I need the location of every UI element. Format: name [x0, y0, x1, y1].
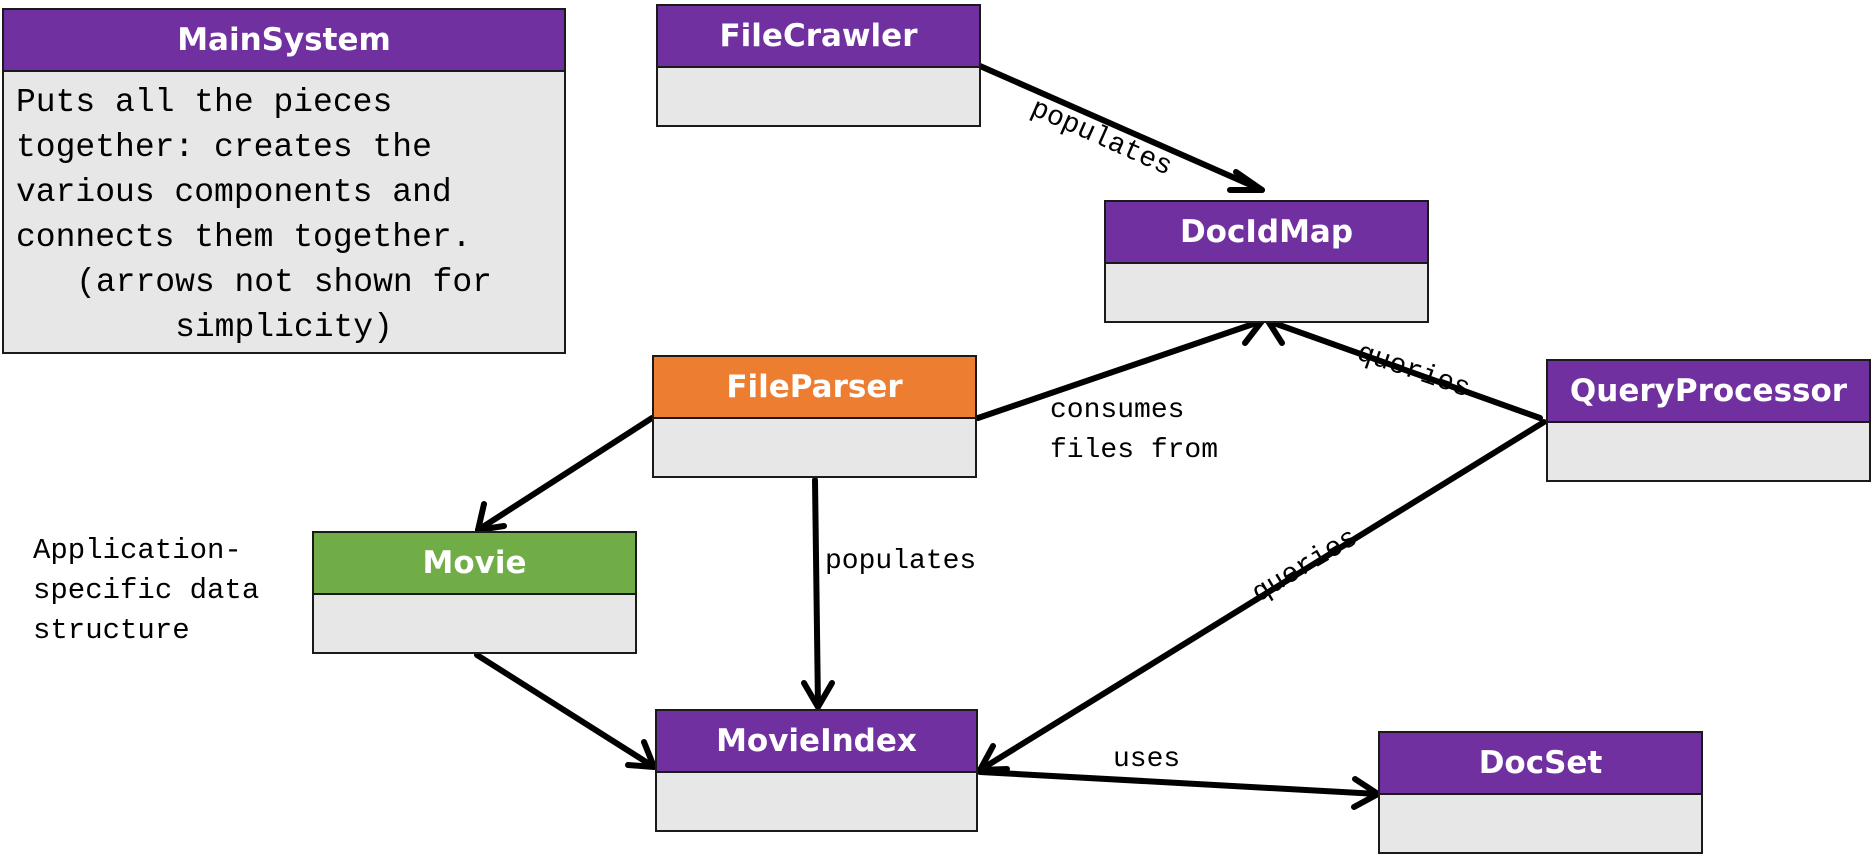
arrow-movie-to-movieindex — [474, 652, 657, 770]
doc-set-body — [1380, 795, 1701, 853]
doc-id-map-title: DocIdMap — [1106, 202, 1427, 264]
arrow-crawler-to-docidmap — [977, 63, 1265, 193]
main-system-description-text: Puts all the pieces together: creates th… — [16, 84, 472, 256]
main-system-class: MainSystem Puts all the pieces together:… — [2, 8, 566, 354]
movie-index-body — [657, 773, 976, 831]
query-processor-class: QueryProcessor — [1546, 359, 1871, 482]
file-parser-title: FileParser — [654, 357, 975, 419]
movie-index-title: MovieIndex — [657, 711, 976, 773]
movie-class: Movie — [312, 531, 637, 654]
file-crawler-class: FileCrawler — [656, 4, 981, 127]
doc-set-title: DocSet — [1380, 733, 1701, 795]
movie-title: Movie — [314, 533, 635, 595]
label-parser-consumes: consumes files from — [1050, 395, 1219, 466]
doc-id-map-body — [1106, 264, 1427, 322]
doc-id-map-class: DocIdMap — [1104, 200, 1429, 323]
main-system-note: (arrows not shown for simplicity) — [76, 264, 492, 346]
main-system-title: MainSystem — [4, 10, 564, 72]
movie-note: Application- specific data structure — [33, 534, 260, 647]
file-parser-body — [654, 419, 975, 477]
file-parser-class: FileParser — [652, 355, 977, 478]
file-crawler-body — [658, 68, 979, 126]
query-processor-title: QueryProcessor — [1548, 361, 1869, 423]
arrow-parser-to-movie — [475, 415, 655, 533]
label-movieindex-uses: uses — [1113, 744, 1181, 775]
doc-set-class: DocSet — [1378, 731, 1703, 854]
movie-body — [314, 595, 635, 653]
main-system-description: Puts all the pieces together: creates th… — [4, 72, 564, 356]
query-processor-body — [1548, 423, 1869, 481]
movie-index-class: MovieIndex — [655, 709, 978, 832]
file-crawler-title: FileCrawler — [658, 6, 979, 68]
arrow-parser-to-movieindex — [801, 477, 835, 710]
label-parser-populates-movieindex: populates — [825, 546, 977, 577]
